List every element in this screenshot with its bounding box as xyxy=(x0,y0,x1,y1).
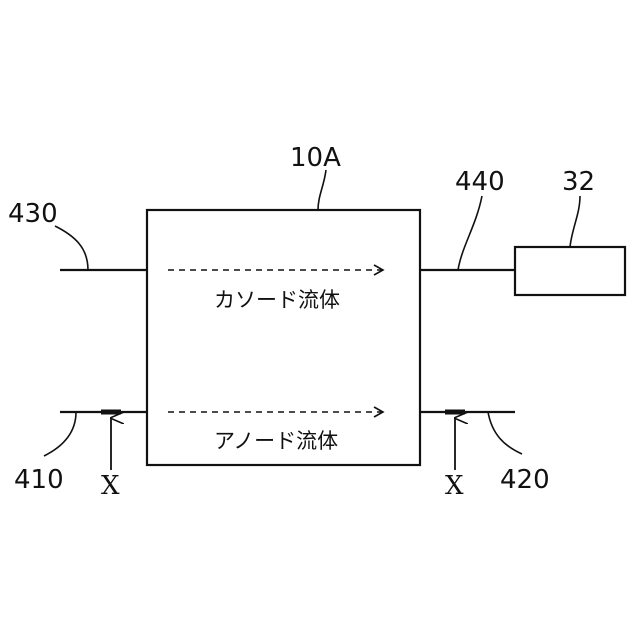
cell-label: 10A xyxy=(290,143,341,173)
section-mark-left: X xyxy=(101,471,120,501)
port-label-430: 430 xyxy=(8,199,58,229)
cell-box xyxy=(147,210,420,465)
port-label-410: 410 xyxy=(14,465,64,495)
leader-440 xyxy=(458,196,482,270)
port-label-420: 420 xyxy=(500,465,550,495)
component-label: 32 xyxy=(562,167,595,197)
cathode-flow-label: カソード流体 xyxy=(214,288,340,312)
leader-420 xyxy=(488,412,522,454)
leader-10A xyxy=(318,170,326,210)
component-box xyxy=(515,247,625,295)
leader-32 xyxy=(570,196,580,247)
section-mark-right: X xyxy=(445,471,464,501)
port-label-440: 440 xyxy=(455,167,505,197)
leader-410 xyxy=(44,412,76,456)
anode-flow-label: アノード流体 xyxy=(214,429,338,453)
leader-430 xyxy=(55,226,88,270)
